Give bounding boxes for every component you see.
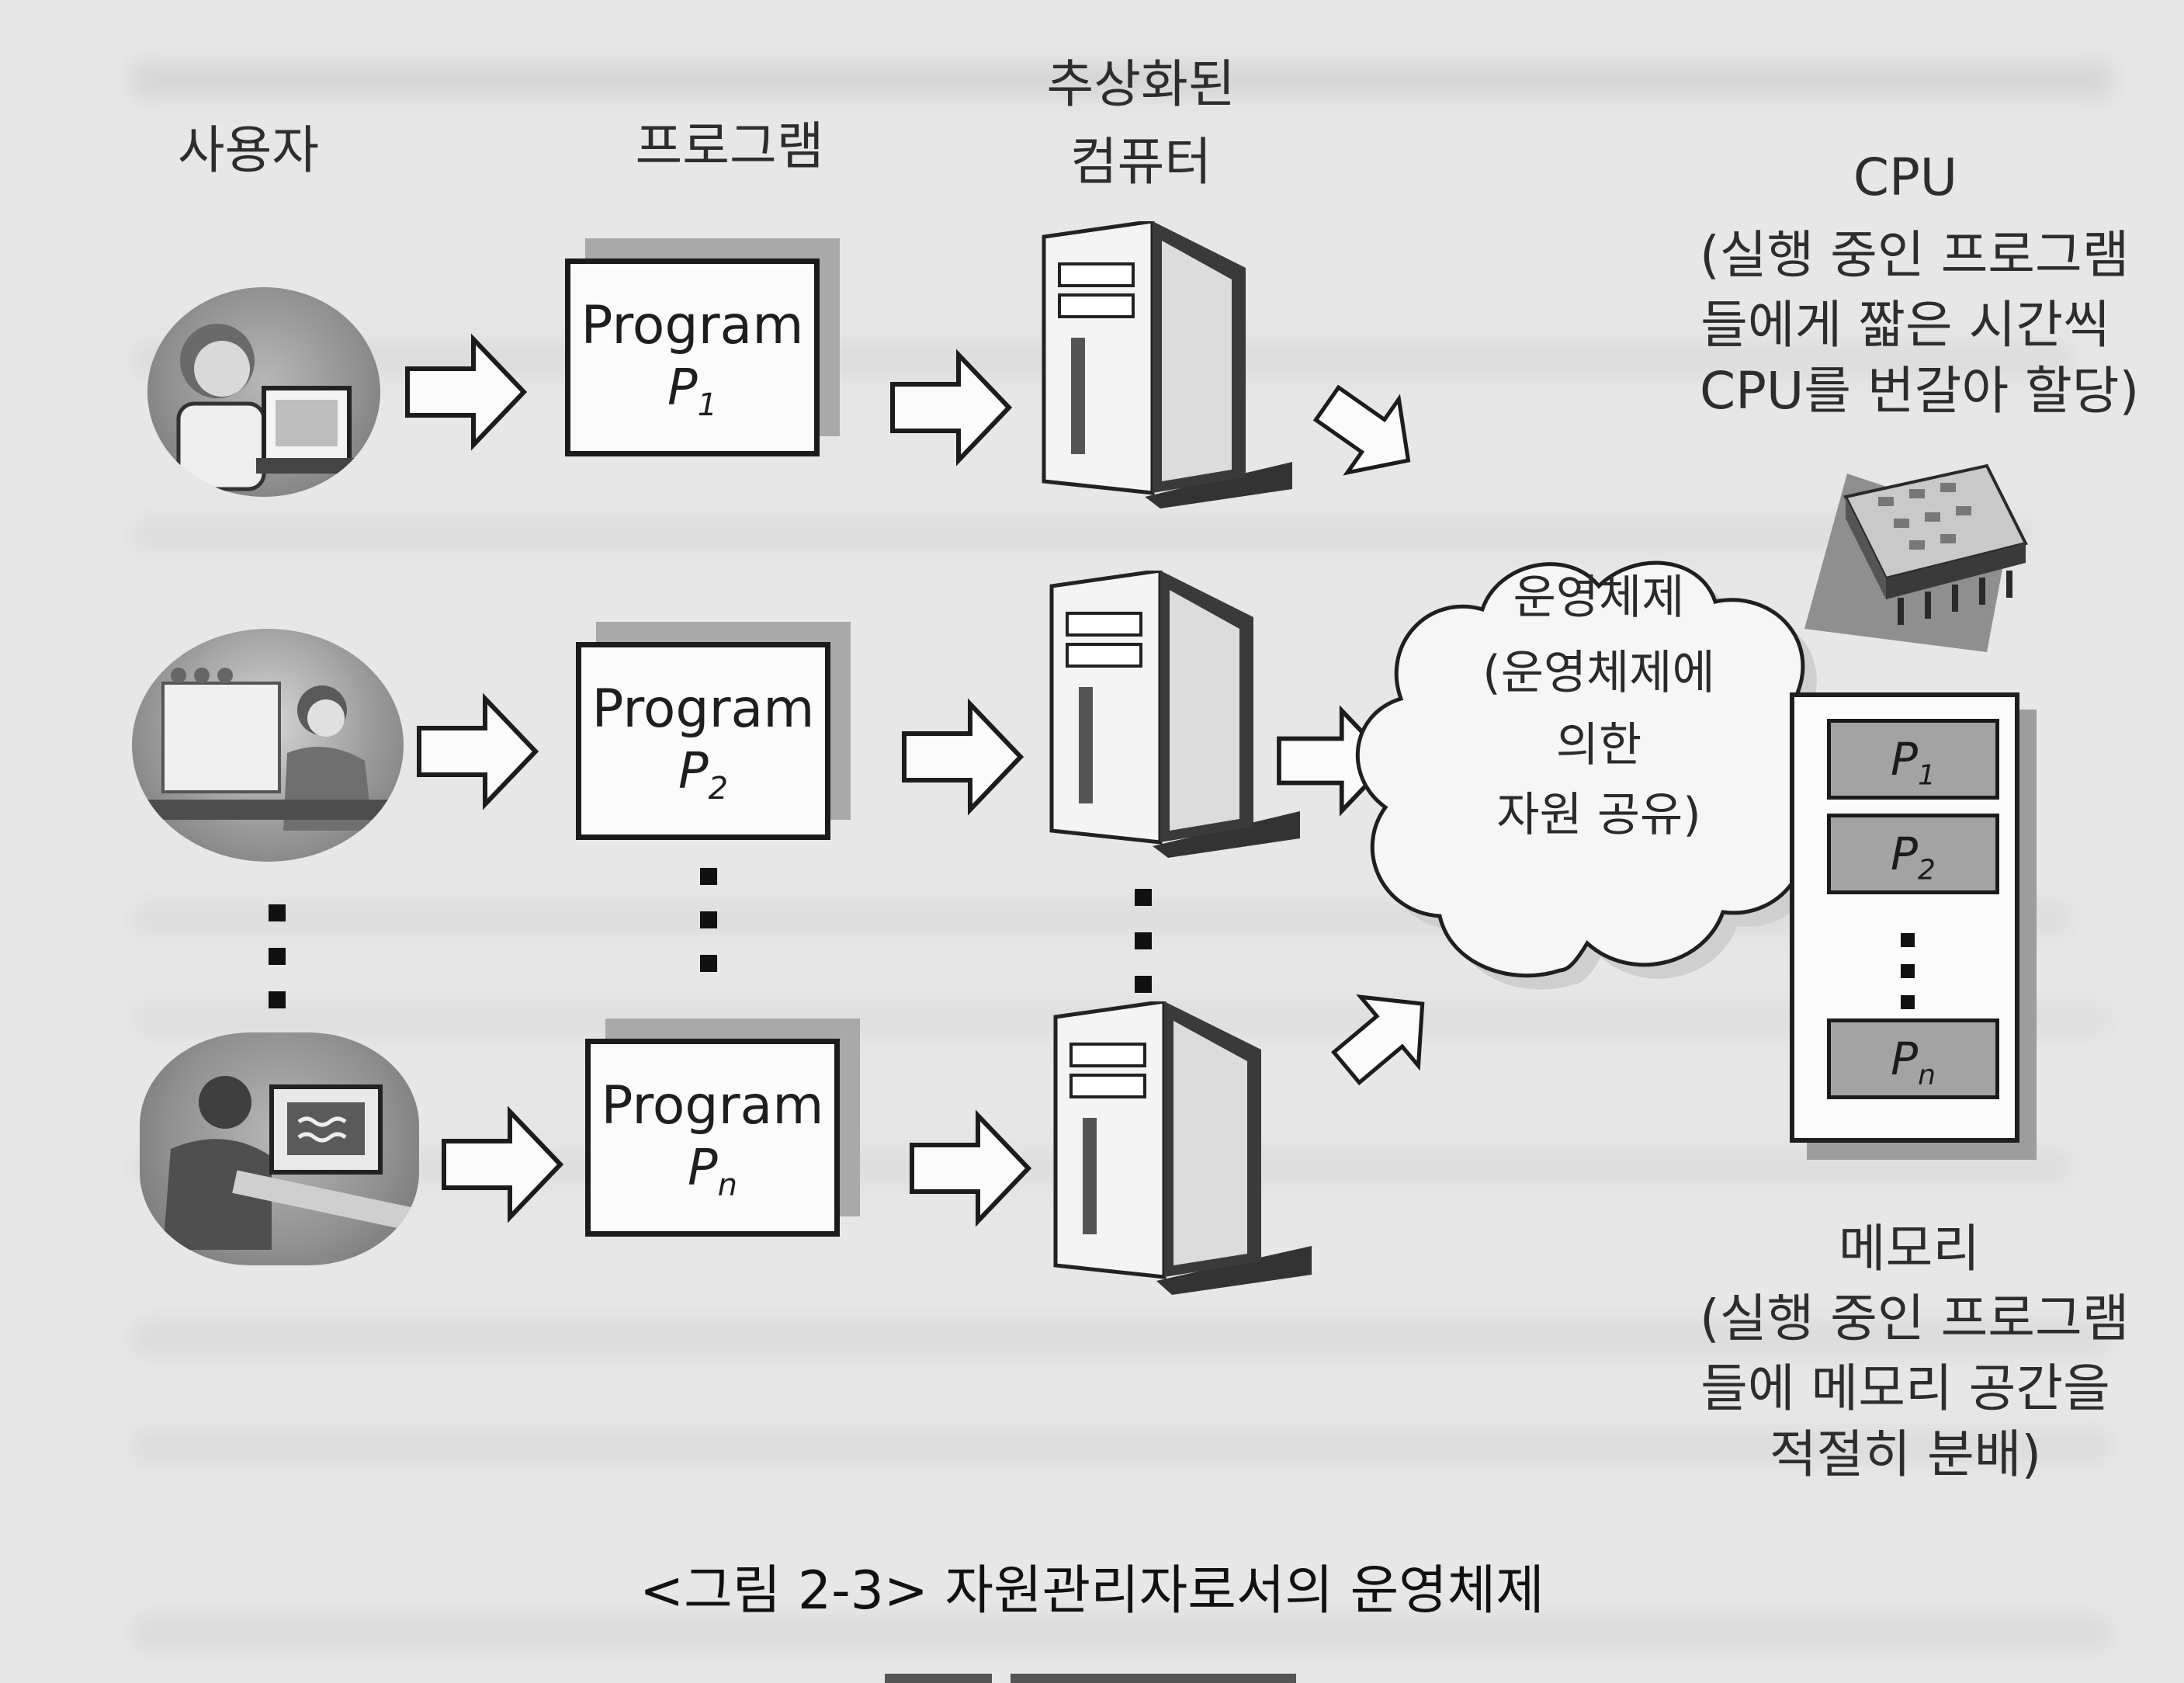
- cpu-chip-icon: [1804, 463, 2028, 652]
- os-cloud-line2: (운영체제에: [1482, 646, 1715, 700]
- bleed-line: [132, 1428, 2111, 1464]
- program-symbol: P2: [678, 743, 729, 807]
- arrow-right-icon: [904, 704, 1021, 810]
- cpu-desc-line1: (실행 중인 프로그램: [1700, 225, 2130, 285]
- program-box-2: Program P2: [576, 642, 830, 840]
- program-label: Program: [601, 1075, 824, 1136]
- bleed-line: [132, 62, 2111, 98]
- server-icon-2: [1049, 571, 1300, 858]
- memory-block: P1 P2 Pn: [1790, 692, 2019, 1143]
- server-icon-1: [1042, 221, 1292, 508]
- program-box-n: Program Pn: [585, 1039, 840, 1237]
- figure-caption: <그림 2-3> 자원관리자로서의 운영체제: [640, 1560, 1544, 1622]
- bottom-bar-right: [1011, 1674, 1296, 1683]
- user-illustration-2: [132, 629, 404, 862]
- arrow-right-icon: [407, 339, 524, 445]
- user-illustration-3: [140, 1032, 419, 1265]
- memory-title: 메모리: [1838, 1219, 1981, 1279]
- program-box-1: Program P1: [565, 259, 820, 456]
- computers-ellipsis: [1135, 889, 1152, 1019]
- man-at-workstation-icon: [163, 1076, 412, 1250]
- program-label: Program: [581, 295, 804, 356]
- os-cloud-line4: 자원 공유): [1496, 788, 1701, 842]
- server-icon-n: [1053, 1001, 1312, 1295]
- arrow-right-icon: [444, 1112, 560, 1217]
- abstract-computer-header-line2: 컴퓨터: [1069, 132, 1212, 192]
- memory-desc-line1: (실행 중인 프로그램: [1700, 1289, 2130, 1348]
- os-cloud-line1: 운영체제: [1513, 571, 1685, 625]
- os-cloud-line3: 의한: [1555, 718, 1642, 772]
- users-ellipsis: [269, 904, 286, 1035]
- cpu-desc-line3: CPU를 번갈아 할당): [1700, 361, 2140, 421]
- bleed-line: [132, 1615, 2111, 1650]
- arrow-right-icon: [893, 355, 1009, 460]
- user-header: 사용자: [177, 120, 320, 180]
- user-at-desk-icon: [176, 324, 365, 491]
- os-cloud-icon: [1355, 560, 1846, 990]
- bleed-line: [132, 516, 2033, 552]
- memory-slot-p1: P1: [1827, 719, 1999, 800]
- arrow-right-icon: [912, 1116, 1028, 1221]
- program-label: Program: [591, 678, 815, 740]
- programs-ellipsis: [700, 868, 717, 998]
- program-symbol: Pn: [688, 1140, 737, 1203]
- memory-ellipsis: [1901, 933, 1918, 1036]
- memory-desc-line3: 적절히 분배): [1769, 1424, 2042, 1484]
- program-header: 프로그램: [635, 116, 824, 176]
- user-illustration-1: [147, 287, 380, 497]
- memory-slot-pn: Pn: [1827, 1018, 1999, 1099]
- arrow-up-right-icon: [1318, 970, 1451, 1102]
- cpu-title: CPU: [1853, 147, 1958, 207]
- memory-slot-p2: P2: [1827, 814, 1999, 894]
- woman-at-computer-icon: [147, 668, 388, 831]
- arrow-right-icon: [419, 699, 536, 804]
- abstract-computer-header-line1: 추상화된: [1046, 54, 1236, 114]
- program-symbol: P1: [667, 359, 718, 423]
- arrow-down-right-icon: [1302, 367, 1434, 498]
- memory-desc-line2: 들에 메모리 공간을: [1700, 1359, 2110, 1418]
- cpu-desc-line2: 들에게 짧은 시간씩: [1700, 295, 2110, 355]
- bottom-bar-left: [885, 1674, 992, 1683]
- bleed-line: [132, 1320, 2111, 1355]
